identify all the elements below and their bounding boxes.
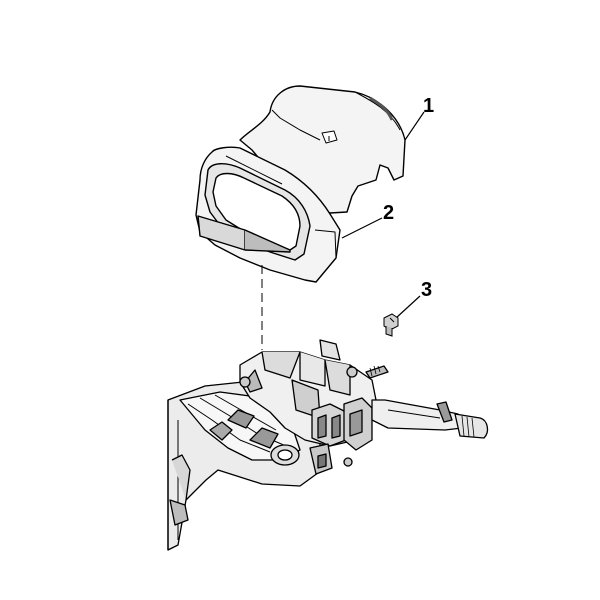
lower-column-cover [195,146,341,283]
upper-column-cover [239,85,406,214]
leader-1 [404,111,425,141]
leader-2 [341,217,383,239]
callout-number-1: 1 [423,95,435,117]
callout-number-2: 2 [383,202,395,224]
screw-fastener [383,313,399,337]
steering-column-assembly [167,339,489,551]
callout-leaders [341,111,425,319]
callout-number-3: 3 [421,279,433,301]
leader-3 [395,295,421,319]
